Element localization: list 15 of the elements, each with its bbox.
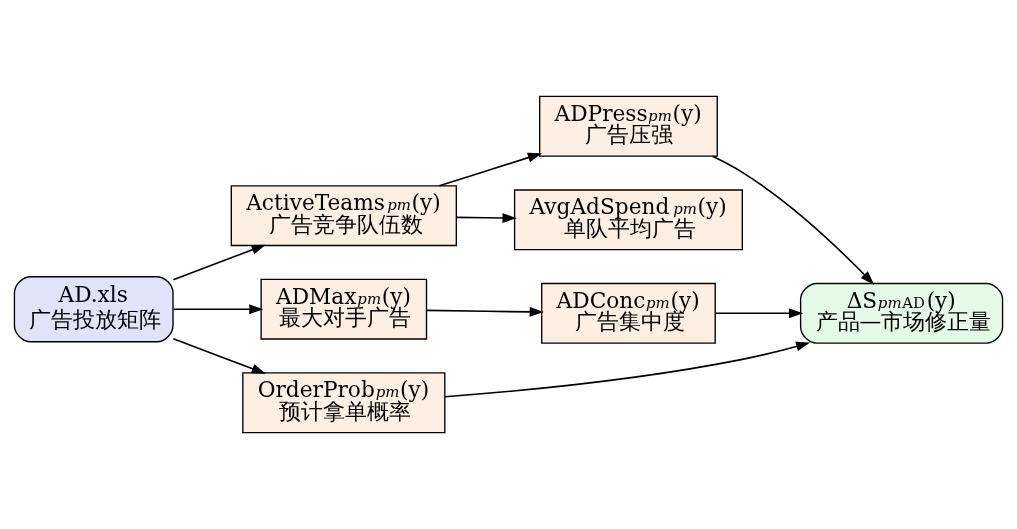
node-box: AD.xls 广告投放矩阵: [13, 276, 174, 343]
arrow: [172, 244, 266, 281]
arrow: [711, 155, 875, 285]
arrow: [455, 213, 517, 223]
node-box: ADConcpm(y) 广告集中度: [541, 282, 716, 344]
arrow: [425, 306, 544, 317]
arrow: [714, 308, 804, 319]
node-box: OrderProbpm(y) 预计拿单概率: [242, 372, 446, 434]
arrow: [172, 338, 266, 374]
arrow: [444, 341, 811, 398]
arrow: [438, 152, 542, 187]
node-box: ADMaxpm(y) 最大对手广告: [260, 278, 428, 340]
node-box: ΔSpmAD(y) 产品—市场修正量: [799, 282, 1004, 344]
node-box: ADPresspm(y) 广告压强: [539, 95, 718, 157]
arrow: [172, 304, 264, 315]
